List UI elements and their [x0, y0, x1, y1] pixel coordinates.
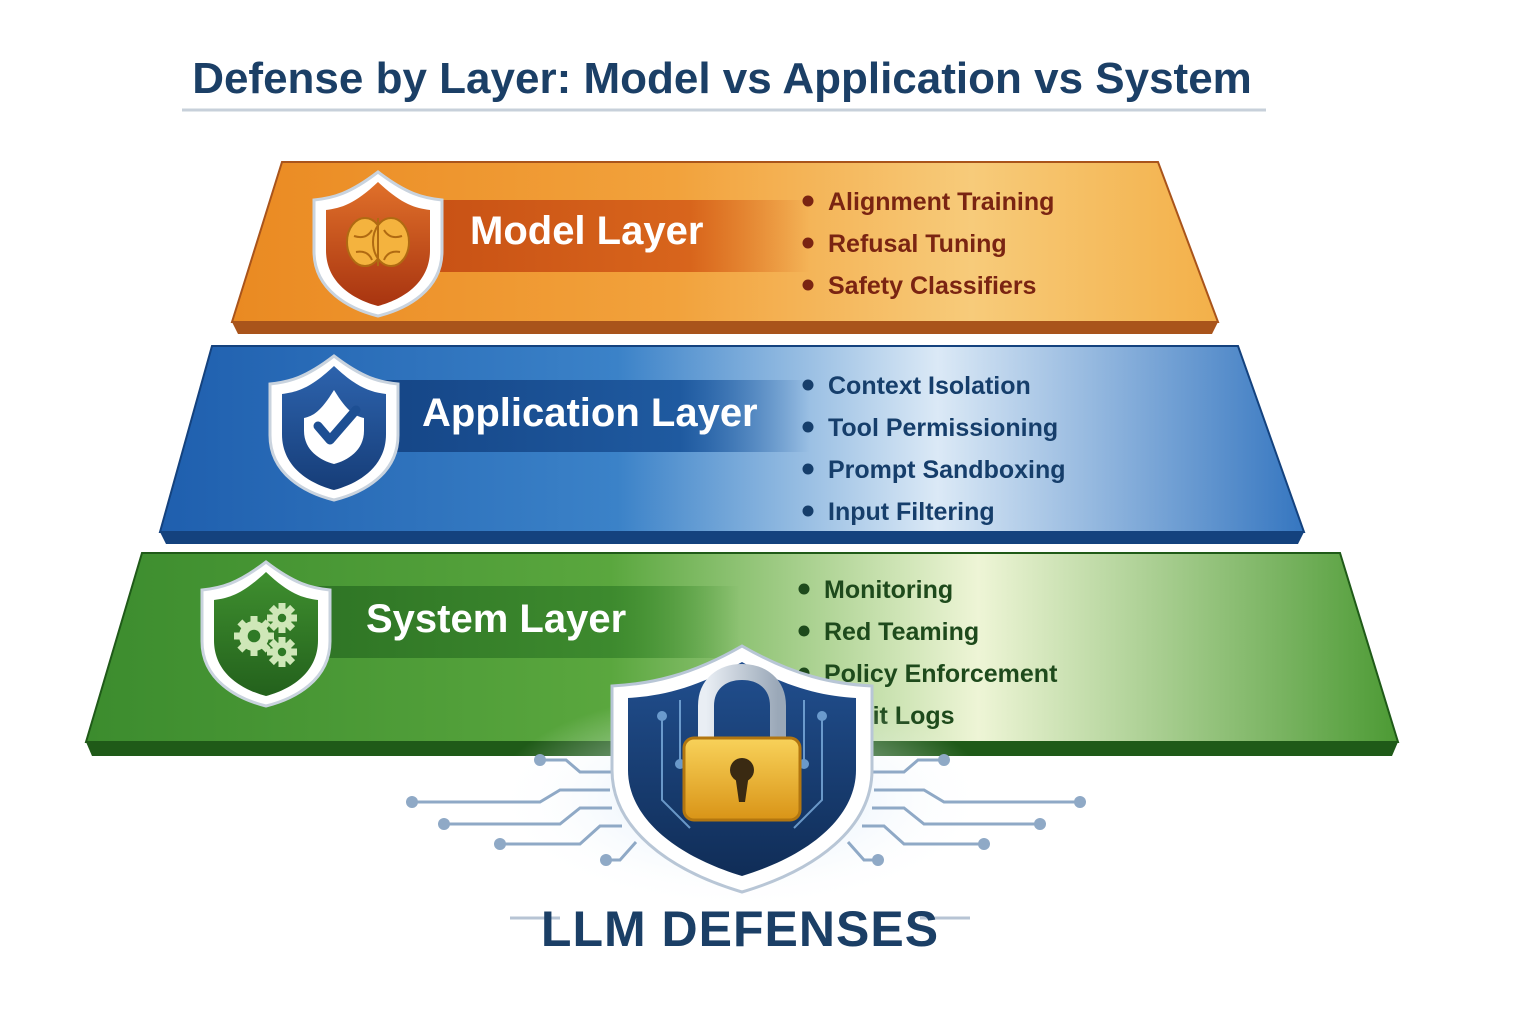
brain-icon [346, 217, 410, 267]
circuit-lines [406, 754, 1086, 866]
defense-item: Safety Classifiers [828, 272, 1036, 300]
defense-item: Prompt Sandboxing [828, 456, 1066, 484]
bullet-dot [798, 583, 810, 595]
bullet-dot [802, 505, 814, 517]
bullet-dot [802, 279, 814, 291]
layer-title: System Layer [366, 597, 626, 641]
circuit-node [406, 796, 418, 808]
checkmark-icon [304, 390, 364, 464]
layer-title: Application Layer [422, 391, 758, 435]
circuit-node [494, 838, 506, 850]
defense-item: Context Isolation [828, 372, 1031, 400]
circuit-trace [870, 758, 944, 774]
gears-icon [234, 603, 297, 667]
circuit-node [938, 754, 950, 766]
padlock-shield-icon [610, 644, 874, 894]
bullet-dot [802, 195, 814, 207]
layer-slab-edge [160, 532, 1304, 544]
brain-shield-icon [312, 170, 444, 318]
defense-item: Red Teaming [824, 618, 979, 646]
defense-item: Policy Enforcement [824, 660, 1058, 688]
bullet-dot [802, 421, 814, 433]
diagram-title: Defense by Layer: Model vs Application v… [192, 54, 1252, 103]
circuit-trace [500, 824, 622, 846]
circuit-node [978, 838, 990, 850]
circuit-trace [540, 758, 614, 774]
circuit-trace [872, 806, 1040, 826]
defense-item: Monitoring [824, 576, 953, 604]
circuit-node [600, 854, 612, 866]
layer-title: Model Layer [470, 209, 703, 253]
circuit-trace [444, 806, 612, 826]
bullet-dot [802, 463, 814, 475]
checkmark-shield-icon [268, 354, 400, 502]
circuit-node [534, 754, 546, 766]
defense-item: Refusal Tuning [828, 230, 1007, 258]
bullet-dot [798, 625, 810, 637]
circuit-node [1034, 818, 1046, 830]
circuit-trace [874, 788, 1080, 804]
defense-item: Tool Permissioning [828, 414, 1058, 442]
circuit-node [872, 854, 884, 866]
layer-slab-edge [232, 322, 1218, 334]
bullet-dot [802, 237, 814, 249]
circuit-trace [412, 788, 610, 804]
bullet-dot [802, 379, 814, 391]
circuit-node [1074, 796, 1086, 808]
circuit-node [438, 818, 450, 830]
gears-shield-icon [200, 560, 332, 708]
circuit-trace [862, 824, 984, 846]
footer-label: LLM DEFENSES [541, 901, 939, 957]
footer-emblem: LLM DEFENSES [406, 644, 1086, 957]
defense-item: Input Filtering [828, 498, 995, 526]
defense-item: Alignment Training [828, 188, 1054, 216]
